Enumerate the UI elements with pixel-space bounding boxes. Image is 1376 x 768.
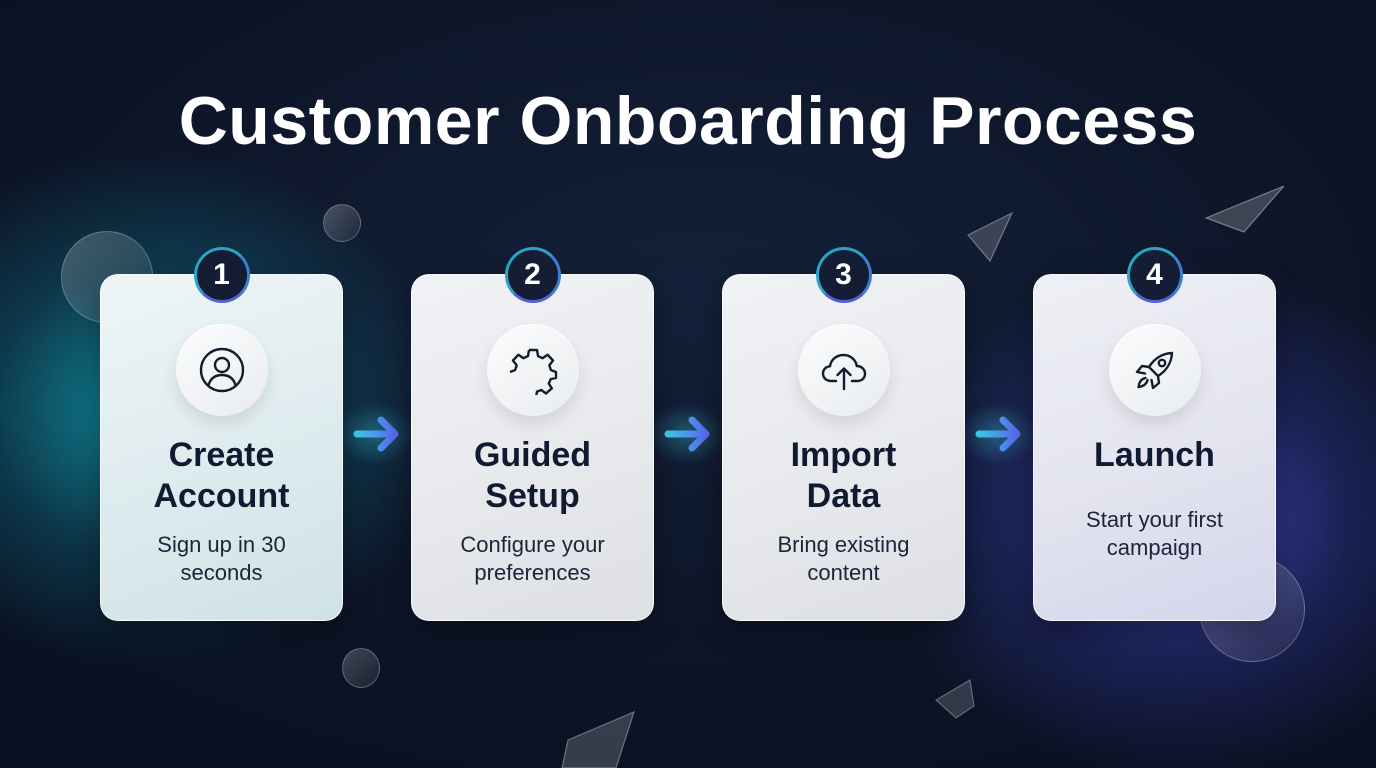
step-number-badge: 4 (1126, 247, 1183, 303)
step-description: Start your first campaign (1086, 507, 1223, 560)
step-number-badge: 1 (193, 247, 250, 303)
step-title-line: Setup (485, 477, 580, 515)
rocket-icon (1135, 351, 1173, 390)
gear-icon (509, 348, 557, 395)
step-card-launch: 4 Launch Start your first campaign (1033, 247, 1276, 621)
step-title: Launch (1034, 435, 1275, 476)
step-title-line: Import (790, 436, 897, 474)
step-icon-container (175, 324, 268, 416)
step-number-badge: 2 (504, 247, 561, 303)
decorative-bubble (323, 204, 361, 242)
decorative-shard (967, 211, 1014, 263)
step-card-guided-setup: 2 Guided Setup Configure your preference… (411, 247, 654, 621)
arrow-right-icon (975, 416, 1021, 452)
cloud-upload-icon (821, 353, 866, 391)
step-title-line: Launch (1094, 436, 1215, 474)
step-title: Import Data (723, 435, 964, 517)
step-title: Create Account (101, 435, 342, 517)
connector-arrow (648, 402, 726, 466)
step-number-badge: 3 (815, 247, 872, 303)
arrow-right-icon (664, 416, 710, 452)
step-description: Configure your preferences (460, 532, 605, 585)
step-title-line: Guided (473, 436, 592, 474)
step-icon-container (1108, 324, 1201, 416)
user-circle-icon (199, 347, 244, 393)
decorative-shard (1204, 185, 1285, 233)
decorative-shard (561, 710, 635, 768)
connector-arrow (337, 402, 415, 466)
arrow-right-icon (353, 416, 399, 452)
step-title-line: Account (153, 477, 290, 515)
step-icon-container (797, 324, 890, 416)
decorative-shard (934, 679, 975, 719)
step-icon-container (486, 324, 579, 416)
step-description: Bring existing content (777, 532, 910, 585)
step-title-line: Create (168, 436, 275, 474)
step-card-import-data: 3 Import Data Bring existing content (722, 247, 965, 621)
step-card-create-account: 1 Create Account Sign up in 30 seconds (100, 247, 343, 621)
decorative-bubble (342, 648, 380, 688)
page-title: Customer Onboarding Process (178, 83, 1198, 159)
step-title-line: Data (806, 477, 881, 515)
step-description: Sign up in 30 seconds (157, 532, 286, 585)
step-title: Guided Setup (412, 435, 653, 517)
connector-arrow (959, 402, 1037, 466)
